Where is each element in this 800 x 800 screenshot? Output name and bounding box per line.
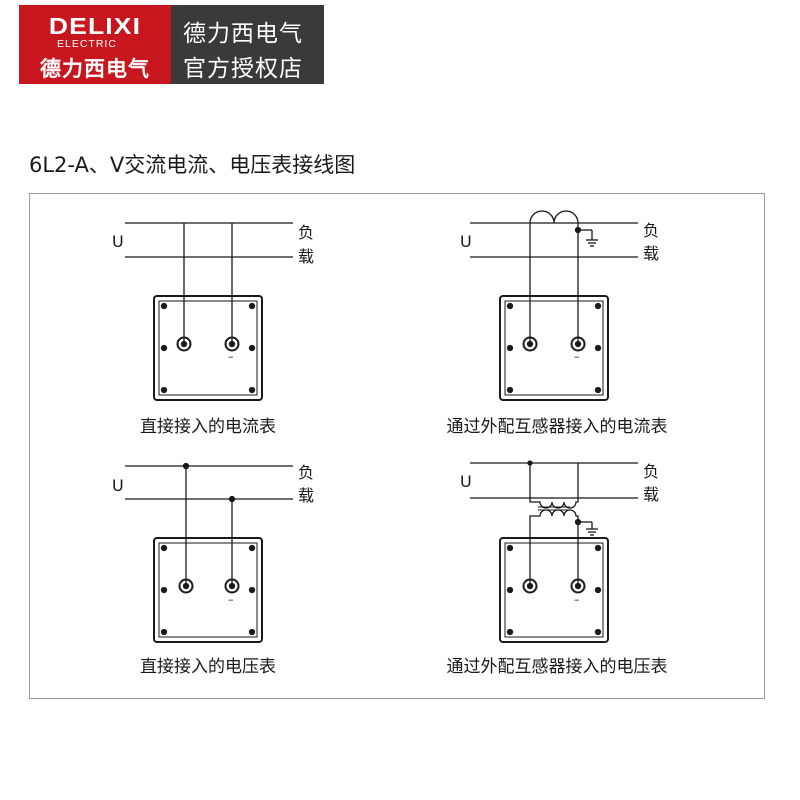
terminal-right-dot — [228, 340, 236, 348]
terminal-right — [570, 336, 586, 352]
terminal-left — [522, 336, 538, 352]
terminal-right — [570, 578, 586, 594]
d2-u-label: U — [460, 232, 472, 251]
screw-ml — [160, 344, 168, 352]
d2-load-label-1: 负 — [643, 221, 659, 240]
screw-tr — [248, 302, 256, 310]
page-title: 6L2-A、V交流电流、电压表接线图 — [29, 153, 356, 177]
terminal-left — [176, 336, 192, 352]
terminal-left — [522, 578, 538, 594]
screw-mr — [248, 344, 256, 352]
terminal-left — [178, 578, 194, 594]
diagram-pt-voltmeter — [470, 460, 638, 643]
logo-chinese-text: 德力西电气 — [40, 57, 150, 81]
logo-text: DELIXI — [48, 13, 142, 39]
meter-inner — [158, 300, 258, 396]
d1-minus-sign: – — [228, 350, 234, 363]
d3-load-label-1: 负 — [298, 463, 314, 482]
store-badge: 德力西电气 官方授权店 — [171, 5, 324, 84]
terminal-right — [224, 578, 240, 594]
brand-banner: DELIXI ELECTRIC 德力西电气 德力西电气 官方授权店 — [19, 5, 324, 84]
d1-load-label-1: 负 — [298, 223, 314, 242]
meter-inner — [504, 300, 604, 396]
d2-load-label-2: 载 — [643, 244, 659, 263]
d3-caption: 直接接入的电压表 — [140, 657, 276, 677]
screw-tl — [160, 302, 168, 310]
meter-outer — [499, 537, 609, 643]
store-line-1: 德力西电气 — [183, 21, 303, 47]
meter-outer — [499, 295, 609, 401]
pt-secondary-coil — [529, 509, 579, 585]
diagram-ct-ammeter — [470, 210, 638, 401]
screw-bl — [160, 386, 168, 394]
d4-u-label: U — [460, 472, 472, 491]
d4-caption: 通过外配互感器接入的电压表 — [447, 657, 668, 677]
meter-outer — [153, 537, 263, 643]
d1-load-label-2: 载 — [298, 247, 314, 266]
logo-subtext: ELECTRIC — [57, 38, 117, 50]
meter-outer — [153, 295, 263, 401]
diagram-direct-voltmeter — [125, 462, 293, 643]
diagram-direct-ammeter — [125, 222, 293, 401]
d2-caption: 通过外配互感器接入的电流表 — [447, 417, 668, 437]
meter-inner — [504, 542, 604, 638]
d4-minus-sign: – — [574, 593, 580, 606]
screw-br — [248, 386, 256, 394]
d3-u-label: U — [112, 476, 124, 495]
diagram-frame — [29, 193, 765, 699]
terminal-right — [224, 336, 240, 352]
d4-load-label-2: 载 — [643, 485, 659, 504]
delixi-logo: DELIXI ELECTRIC 德力西电气 — [19, 5, 171, 84]
d3-minus-sign: – — [228, 593, 234, 606]
d1-u-label: U — [112, 232, 124, 251]
ct-coil — [529, 210, 579, 224]
d1-caption: 直接接入的电流表 — [140, 417, 276, 437]
d4-load-label-1: 负 — [643, 462, 659, 481]
store-line-2: 官方授权店 — [183, 56, 303, 82]
meter-inner — [158, 542, 258, 638]
d2-minus-sign: – — [574, 350, 580, 363]
terminal-left-dot — [180, 340, 188, 348]
d3-load-label-2: 载 — [298, 486, 314, 505]
